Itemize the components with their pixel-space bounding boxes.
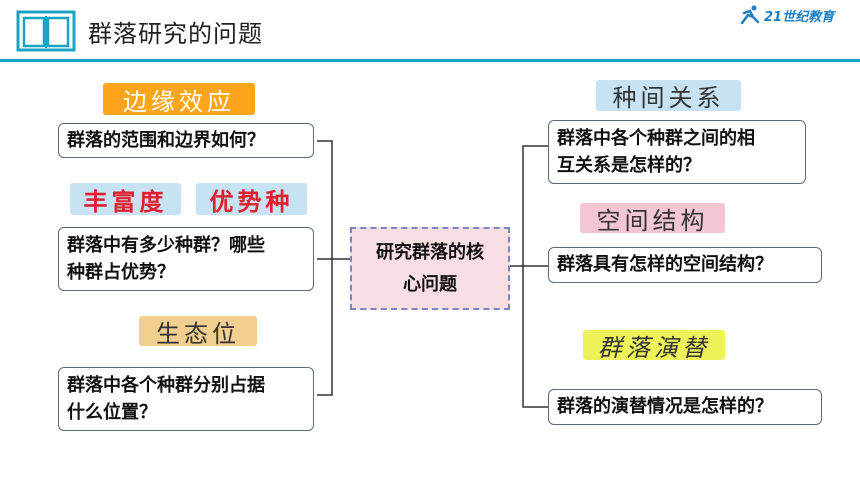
- question-positions-line1: 群落中各个种群分别占据: [67, 375, 265, 396]
- question-populations-line2: 种群占优势？: [67, 262, 175, 283]
- tag-spatial: 空间结构: [580, 203, 725, 235]
- question-succession-text: 群落的演替情况是怎样的？: [557, 396, 773, 417]
- tag-interspecific: 种间关系: [596, 80, 741, 112]
- tag-dominant-species: 优势种: [196, 183, 307, 216]
- question-populations-line1: 群落中有多少种群？哪些: [67, 235, 265, 256]
- logo: 21世纪教育: [738, 4, 834, 26]
- tag-edge-effect: 边缘效应: [103, 83, 255, 116]
- logo-text: 21世纪教育: [764, 9, 835, 25]
- tag-richness: 丰富度: [70, 183, 181, 216]
- question-relations-line2: 互关系是怎样的？: [557, 155, 701, 176]
- runner-logo-icon: [740, 5, 760, 25]
- question-succession: 群落的演替情况是怎样的？: [548, 389, 822, 425]
- page-title: 群落研究的问题: [88, 20, 263, 48]
- question-spatial-text: 群落具有怎样的空间结构？: [557, 254, 773, 275]
- question-positions: 群落中各个种群分别占据 什么位置？: [58, 367, 314, 431]
- core-question-line1: 研究群落的核: [376, 241, 484, 263]
- book-icon: [16, 10, 76, 52]
- tag-niche: 生态位: [139, 316, 257, 348]
- header-divider: [0, 59, 860, 62]
- question-boundary: 群落的范围和边界如何？: [58, 123, 314, 158]
- question-boundary-text: 群落的范围和边界如何？: [67, 130, 265, 151]
- header: 群落研究的问题 21世纪教育: [0, 0, 860, 62]
- core-question-box: 研究群落的核 心问题: [350, 227, 510, 310]
- question-positions-line2: 什么位置？: [67, 402, 157, 423]
- core-question-line2: 心问题: [403, 273, 457, 295]
- question-populations: 群落中有多少种群？哪些 种群占优势？: [58, 227, 314, 291]
- question-relations-line1: 群落中各个种群之间的相: [557, 128, 755, 149]
- question-relations: 群落中各个种群之间的相 互关系是怎样的？: [548, 120, 806, 184]
- question-spatial: 群落具有怎样的空间结构？: [548, 247, 822, 283]
- tag-succession: 群落演替: [583, 330, 725, 362]
